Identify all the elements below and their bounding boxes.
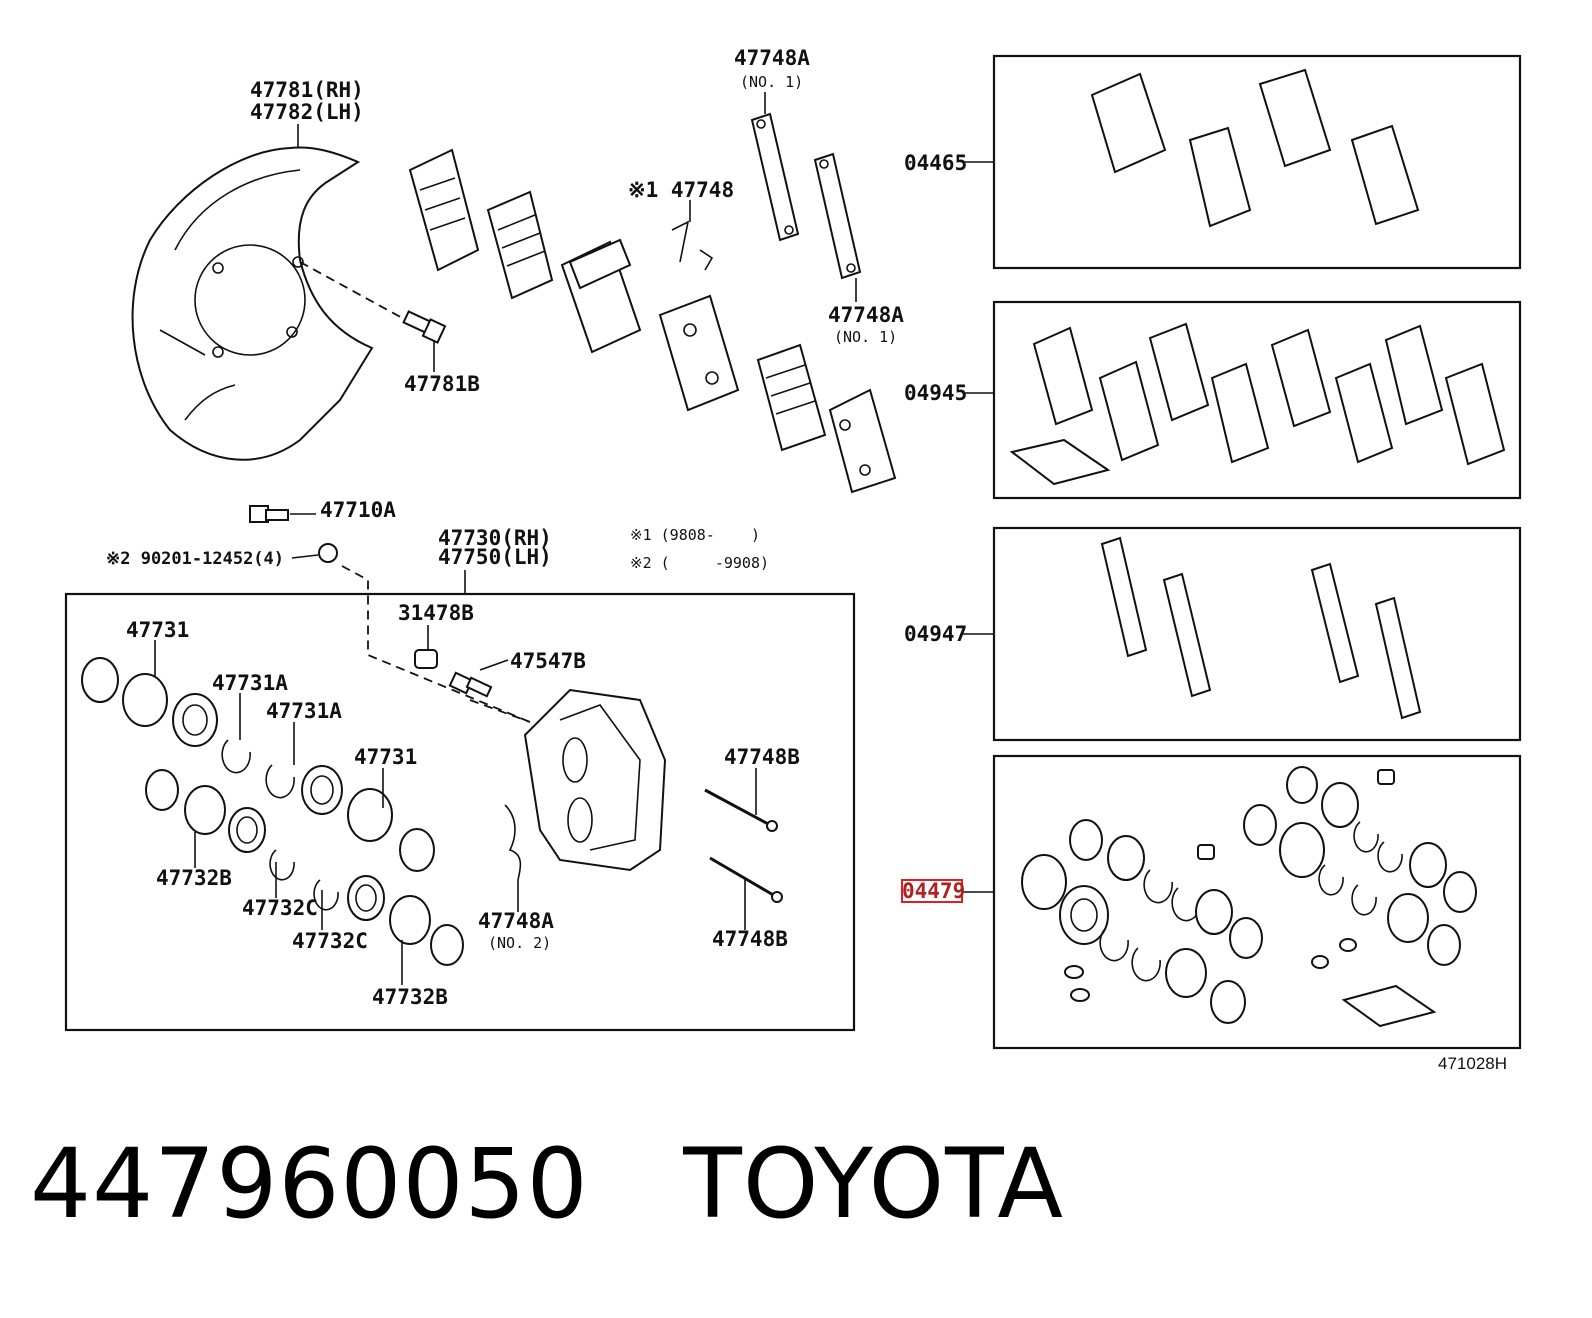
- label-47748a-no2: 47748A: [478, 909, 554, 933]
- caliper-body: [523, 688, 667, 872]
- dust-shield: [131, 146, 374, 461]
- kit-04479-highlight: [901, 879, 963, 903]
- anti-squeal-shim-a: [408, 148, 480, 272]
- pad-clip-no2: [504, 804, 522, 881]
- label-bolt-47781b: 47781B: [404, 372, 480, 396]
- label-47731-a: 47731: [126, 618, 189, 642]
- label-47732b-bottom: 47732B: [372, 985, 448, 1009]
- anti-squeal-shim-d: [828, 388, 897, 494]
- label-spring-47748: ※1 47748: [628, 178, 734, 202]
- caption-gap: [589, 1128, 684, 1240]
- label-47732c-2: 47732C: [292, 929, 368, 953]
- illustration-code: 471028H: [1438, 1054, 1508, 1073]
- label-shield-lh: 47782(LH): [250, 100, 364, 124]
- label-kit-04479: 04479: [902, 879, 965, 903]
- label-clip-47748a-top: 47748A: [734, 46, 810, 70]
- label-no1-top: (NO. 1): [740, 73, 803, 91]
- label-47748b-top: 47748B: [724, 745, 800, 769]
- kit-box-04465: [992, 54, 1522, 270]
- pad-pin-b: [709, 856, 783, 903]
- kit-box-04945: [992, 300, 1522, 500]
- label-47748b-bottom: 47748B: [712, 927, 788, 951]
- kit-04465-pads: [1090, 68, 1420, 228]
- caption-part-number: 447960050: [30, 1128, 589, 1240]
- pad-support-clip-b: [813, 152, 862, 280]
- kit-box-04479: [992, 754, 1522, 1050]
- caption: 447960050 TOYOTA: [30, 1128, 1064, 1240]
- label-note1: ※1 (9808- ): [630, 526, 760, 544]
- label-31478b: 31478B: [398, 601, 474, 625]
- label-47731a-1: 47731A: [212, 671, 288, 695]
- kit-04479-seals: [1021, 766, 1477, 1028]
- bleeder-47547b: [448, 671, 493, 698]
- kit-04945-shims: [1009, 322, 1506, 486]
- anti-squeal-shim-c: [756, 343, 827, 452]
- label-clip-47748a-right: 47748A: [828, 303, 904, 327]
- label-no1-right: (NO. 1): [834, 328, 897, 346]
- caption-brand: TOYOTA: [683, 1128, 1065, 1240]
- label-bleeder-47710a: 47710A: [320, 498, 396, 522]
- label-no2: (NO. 2): [488, 934, 551, 952]
- bleeder-plug-47710a: [249, 505, 289, 523]
- brake-pad-b: [658, 294, 740, 412]
- piston-seal-set: [81, 657, 464, 966]
- label-47732c-1: 47732C: [242, 896, 318, 920]
- bush-31478b: [414, 649, 438, 669]
- pad-spring: [671, 220, 714, 271]
- label-caliper-lh: 47750(LH): [438, 545, 552, 569]
- caliper-group-box: [64, 592, 856, 1032]
- brake-pad-a: [560, 238, 642, 354]
- label-bolt-90201: ※2 90201-12452(4): [106, 549, 284, 569]
- label-kit-04465: 04465: [904, 151, 967, 175]
- bolt-47781b: [402, 310, 447, 344]
- label-note2: ※2 ( -9908): [630, 554, 769, 572]
- kit-box-04947: [992, 526, 1522, 742]
- label-47547b: 47547B: [510, 649, 586, 673]
- label-47732b-left: 47732B: [156, 866, 232, 890]
- label-shield-rh: 47781(RH): [250, 78, 364, 102]
- label-47731-b: 47731: [354, 745, 417, 769]
- label-kit-04947: 04947: [904, 622, 967, 646]
- washer-90201: [318, 543, 338, 563]
- label-kit-04945: 04945: [904, 381, 967, 405]
- pad-support-clip-a: [750, 112, 800, 242]
- anti-squeal-shim-b: [486, 190, 554, 300]
- kit-04947-clips: [1100, 536, 1422, 720]
- pad-pin-a: [704, 788, 778, 832]
- label-caliper-rh: 47730(RH): [438, 526, 552, 550]
- label-47731a-2: 47731A: [266, 699, 342, 723]
